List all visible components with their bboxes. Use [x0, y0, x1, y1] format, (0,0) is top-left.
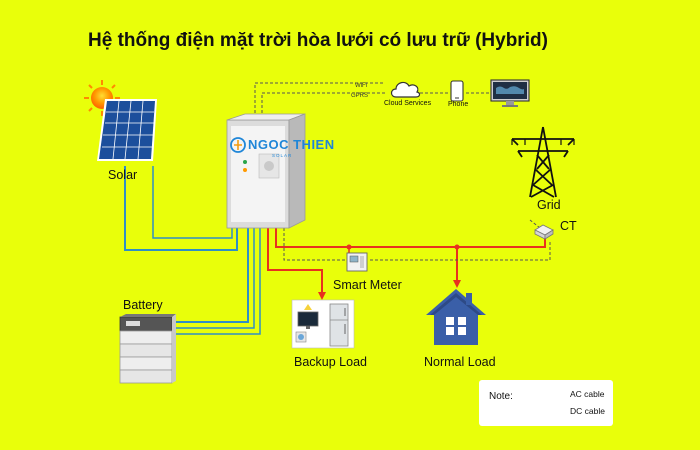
dc-cable-battery-inverter-2 [172, 228, 255, 329]
dc-cable-solar-inverter [124, 166, 238, 251]
dc-cable-solar-inverter-2 [152, 166, 233, 239]
normal-load-label: Normal Load [424, 355, 496, 369]
house-icon [426, 289, 486, 345]
inverter-brand-sub: SOLAR [272, 153, 293, 158]
phone-icon [450, 80, 464, 102]
legend-box: Note: AC cable DC cable [479, 380, 613, 426]
battery-label: Battery [123, 298, 163, 312]
cloud-services-label: Cloud Services [384, 100, 432, 107]
smart-meter-label: Smart Meter [333, 278, 402, 292]
hybrid-inverter-icon [226, 113, 306, 229]
legend-note-label: Note: [489, 391, 513, 402]
inverter-brand: NGOC THIEN [248, 137, 335, 152]
monitor-icon [490, 79, 530, 107]
ct-sensor-icon [534, 224, 554, 240]
phone-label: Phone [448, 101, 469, 108]
ct-label: CT [560, 219, 577, 233]
backup-load-appliances-icon [291, 299, 355, 349]
battery-stack-icon [119, 314, 176, 384]
wifi-label: WiFi [355, 83, 367, 89]
ac-arrow-normal [453, 280, 461, 288]
cloud-icon [390, 81, 421, 98]
legend-dc-label: DC cable [570, 406, 605, 416]
backup-load-label: Backup Load [294, 355, 367, 369]
dc-cable-battery-inverter-1 [172, 228, 249, 323]
gprs-label: GPRS [351, 93, 369, 99]
grid-label: Grid [537, 198, 561, 212]
brand-logo-icon [230, 137, 246, 153]
ac-cable-grid [275, 228, 546, 248]
solar-panel-icon [97, 99, 157, 161]
dc-cable-battery-inverter-3 [172, 228, 261, 335]
solar-label: Solar [108, 168, 138, 182]
diagram-title: Hệ thống điện mặt trời hòa lưới có lưu t… [88, 30, 548, 51]
ac-cable-backup-load [267, 228, 323, 298]
grid-tower-icon [511, 126, 575, 198]
legend-ac-label: AC cable [570, 389, 605, 399]
smart-meter-icon [346, 252, 368, 272]
ac-arrow-backup [318, 292, 326, 300]
